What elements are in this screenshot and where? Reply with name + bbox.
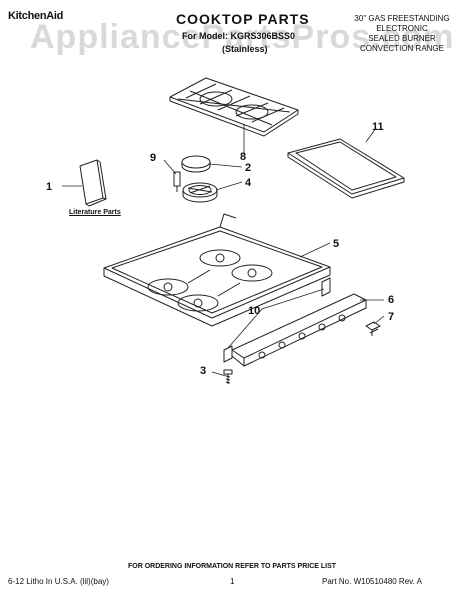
callout-5: 5	[333, 238, 339, 250]
leader-lines	[62, 124, 385, 377]
callout-1: 1	[46, 181, 52, 193]
description-line: ELECTRONIC	[376, 24, 428, 33]
callout-11: 11	[372, 121, 384, 133]
litho-line: 6-12 Litho In U.S.A. (lil)(bay)	[8, 577, 109, 586]
brand-logo: KitchenAid	[8, 10, 64, 22]
page-title: COOKTOP PARTS	[176, 11, 310, 27]
callout-8: 8	[240, 151, 246, 163]
clip-illustration	[365, 321, 381, 336]
description-line: SEALED BURNER	[368, 34, 436, 43]
finish-label: (Stainless)	[222, 44, 268, 54]
literature-parts-illustration	[79, 159, 107, 207]
description-line: 30" GAS FREESTANDING	[354, 14, 450, 23]
callout-7: 7	[388, 311, 394, 323]
screw-illustration	[223, 369, 233, 384]
callout-9: 9	[150, 152, 156, 164]
model-line: For Model: KGRS306BSS0	[182, 31, 296, 41]
ordering-info: FOR ORDERING INFORMATION REFER TO PARTS …	[127, 563, 337, 570]
product-description: 30" GAS FREESTANDING ELECTRONIC SEALED B…	[346, 14, 458, 54]
griddle-illustration	[287, 138, 405, 199]
cooktop-illustration	[103, 213, 331, 327]
page-number: 1	[230, 577, 235, 586]
callout-4: 4	[245, 177, 252, 189]
burner-grate-illustration	[169, 77, 299, 137]
callout-3: 3	[200, 365, 206, 377]
electrode-illustration	[173, 171, 181, 192]
burner-cap-illustration	[181, 155, 211, 173]
callout-2: 2	[245, 162, 251, 174]
callout-10: 10	[248, 305, 260, 317]
part-number: Part No. W10510480 Rev. A	[322, 577, 422, 586]
burner-base-illustration	[182, 182, 218, 203]
description-line: CONVECTION RANGE	[359, 44, 444, 53]
literature-parts-label: Literature Parts	[69, 209, 121, 216]
callout-6: 6	[388, 294, 394, 306]
